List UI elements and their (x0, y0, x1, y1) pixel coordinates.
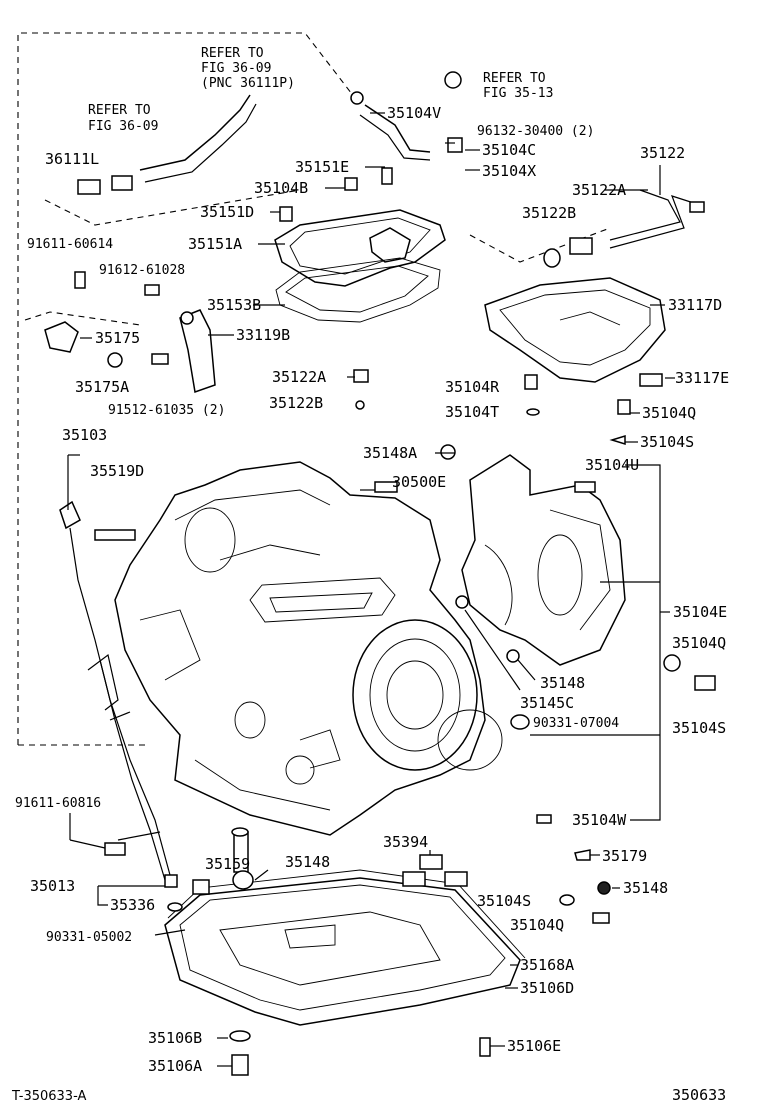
label-35148A: 35148A (363, 444, 417, 462)
label-36111L: 36111L (45, 150, 99, 168)
footer: T-350633-A 350633 (11, 1086, 726, 1104)
oil-pan-gasket (167, 869, 526, 959)
label-35148-mid: 35148 (540, 674, 585, 692)
label-91611-60816: 91611-60816 (15, 796, 101, 811)
label-35106E: 35106E (507, 1037, 561, 1055)
label-35104U: 35104U (585, 456, 639, 474)
label-35122: 35122 (640, 144, 685, 162)
label-35013: 35013 (30, 877, 75, 895)
label-35104Q-top: 35104Q (642, 404, 696, 422)
valve-body-cover (274, 209, 446, 287)
label-91611-60614: 91611-60614 (27, 237, 113, 252)
label-35122B-mid: 35122B (269, 394, 323, 412)
label-35106D: 35106D (520, 979, 574, 997)
footer-left-code: T-350633-A (11, 1089, 86, 1104)
label-91512-61035: 91512-61035 (2) (108, 403, 225, 418)
small-parts (44, 71, 716, 1076)
label-35394: 35394 (383, 833, 428, 851)
reference-notes: REFER TO FIG 36-09 (PNC 36111P) REFER TO… (88, 46, 553, 134)
refer-note-36-09-line1: REFER TO (88, 103, 151, 118)
leader-lines (67, 112, 675, 1067)
label-35104V: 35104V (387, 104, 441, 122)
label-90331-07004: 90331-07004 (533, 716, 619, 731)
label-35151E: 35151E (295, 158, 349, 176)
label-35104W: 35104W (572, 811, 627, 829)
heat-shield (484, 277, 666, 383)
label-35122A-top: 35122A (572, 181, 626, 199)
dipstick (59, 500, 171, 881)
label-35104T: 35104T (445, 403, 499, 421)
label-35179: 35179 (602, 847, 647, 865)
label-35519D: 35519D (90, 462, 144, 480)
label-35153B: 35153B (207, 296, 261, 314)
label-35148-low: 35148 (285, 853, 330, 871)
refer-note-35-13-line1: REFER TO (483, 71, 546, 86)
oil-pan (164, 877, 521, 1026)
label-35104E: 35104E (673, 603, 727, 621)
footer-right-code: 350633 (672, 1086, 726, 1104)
label-35159: 35159 (205, 855, 250, 873)
label-35145C: 35145C (520, 694, 574, 712)
label-35151D: 35151D (200, 203, 254, 221)
label-35104X: 35104X (482, 162, 536, 180)
label-35104R: 35104R (445, 378, 500, 396)
label-91612-61028: 91612-61028 (99, 263, 185, 278)
gasket (275, 257, 441, 323)
label-35175: 35175 (95, 329, 140, 347)
label-35106B: 35106B (148, 1029, 202, 1047)
label-33117D: 33117D (668, 296, 722, 314)
label-35104C: 35104C (482, 141, 536, 159)
label-35336: 35336 (110, 896, 155, 914)
label-35122A-mid: 35122A (272, 368, 326, 386)
label-35175A: 35175A (75, 378, 129, 396)
label-35168A: 35168A (520, 956, 574, 974)
refer-note-36-09-pnc-line1: REFER TO (201, 46, 264, 61)
label-35104B: 35104B (254, 179, 308, 197)
label-35148-right: 35148 (623, 879, 668, 897)
label-35151A: 35151A (188, 235, 242, 253)
part-labels: 35104V 96132-30400 (2) 35104C 35104X 361… (15, 104, 729, 1075)
label-33119B: 33119B (236, 326, 290, 344)
case-cover (461, 454, 626, 666)
label-35104Q-low: 35104Q (510, 916, 564, 934)
label-30500E: 30500E (392, 473, 446, 491)
label-35122B-top: 35122B (522, 204, 576, 222)
refer-note-36-09-pnc-line3: (PNC 36111P) (201, 76, 295, 91)
label-96132-30400: 96132-30400 (2) (477, 124, 594, 139)
label-33117E: 33117E (675, 369, 729, 387)
label-35103: 35103 (62, 426, 107, 444)
label-35106A: 35106A (148, 1057, 202, 1075)
label-35104Q-mid: 35104Q (672, 634, 726, 652)
oil-cooler-tube (609, 189, 705, 249)
breather-hose (139, 94, 431, 183)
label-90331-05002: 90331-05002 (46, 930, 132, 945)
label-35104S-low: 35104S (477, 892, 531, 910)
refer-note-36-09-line2: FIG 36-09 (88, 119, 158, 134)
refer-note-35-13-line2: FIG 35-13 (483, 86, 553, 101)
refer-note-36-09-pnc-line2: FIG 36-09 (201, 61, 271, 76)
label-35104S-top: 35104S (640, 433, 694, 451)
dashed-boundary (17, 32, 611, 746)
label-35104S-mid: 35104S (672, 719, 726, 737)
transaxle-case (114, 461, 503, 836)
